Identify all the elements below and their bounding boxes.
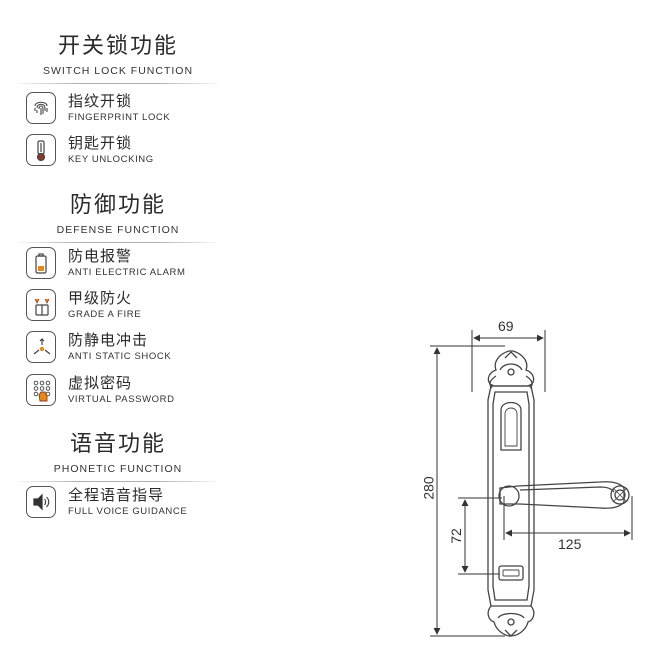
section-title: 开关锁功能 (57, 34, 178, 59)
feature-subtitle: FINGERPRINT LOCK (68, 112, 171, 123)
feature-anti-electric-alarm: 防电报警 ANTI ELECTRIC ALARM (26, 247, 246, 281)
feature-title: 钥匙开锁 (68, 134, 133, 152)
width-dimension (471, 330, 546, 392)
section-title: 语音功能 (69, 432, 166, 457)
keypad-icon (26, 374, 56, 406)
feature-title: 指纹开锁 (68, 92, 133, 110)
feature-title: 防电报警 (68, 247, 133, 265)
feature-fingerprint-lock: 指纹开锁 FINGERPRINT LOCK (26, 92, 246, 126)
handle-height-label: 72 (447, 528, 464, 544)
feature-virtual-password: 虚拟密码 VIRTUAL PASSWORD (26, 374, 246, 408)
handle-length-label: 125 (558, 536, 582, 552)
section-divider (18, 242, 218, 243)
feature-subtitle: ANTI ELECTRIC ALARM (68, 267, 186, 278)
feature-title: 全程语音指导 (68, 486, 165, 504)
key-icon (26, 134, 56, 166)
feature-subtitle: ANTI STATIC SHOCK (68, 351, 172, 362)
fire-door-icon (26, 289, 56, 321)
section-divider (18, 481, 218, 482)
section-subtitle: DEFENSE FUNCTION (56, 224, 180, 236)
width-label: 69 (498, 318, 514, 334)
feature-title: 甲级防火 (68, 289, 133, 307)
lock-backplate (487, 350, 535, 637)
section-subtitle: SWITCH LOCK FUNCTION (42, 65, 194, 77)
section-divider (18, 83, 218, 84)
feature-key-unlocking: 钥匙开锁 KEY UNLOCKING (26, 134, 246, 168)
feature-subtitle: VIRTUAL PASSWORD (68, 394, 175, 405)
battery-icon (26, 247, 56, 279)
section-switch-lock: 开关锁功能 SWITCH LOCK FUNCTION (18, 34, 218, 84)
speaker-icon (26, 486, 56, 518)
feature-title: 防静电冲击 (68, 331, 149, 349)
section-phonetic: 语音功能 PHONETIC FUNCTION (18, 432, 218, 482)
height-label: 280 (420, 476, 437, 500)
feature-title: 虚拟密码 (68, 374, 133, 392)
feature-subtitle: GRADE A FIRE (68, 309, 142, 320)
feature-anti-static-shock: 防静电冲击 ANTI STATIC SHOCK (26, 331, 246, 365)
feature-subtitle: KEY UNLOCKING (68, 154, 154, 165)
handle-height-dimension (458, 497, 502, 575)
section-subtitle: PHONETIC FUNCTION (53, 463, 183, 475)
static-shock-icon (26, 331, 56, 363)
section-defense: 防御功能 DEFENSE FUNCTION (18, 193, 218, 243)
lock-handle (499, 481, 630, 509)
height-dimension (430, 345, 505, 637)
feature-full-voice-guidance: 全程语音指导 FULL VOICE GUIDANCE (26, 486, 246, 520)
fingerprint-icon (26, 92, 56, 124)
handle-length-dimension (503, 496, 633, 540)
feature-subtitle: FULL VOICE GUIDANCE (68, 506, 188, 517)
feature-grade-a-fire: 甲级防火 GRADE A FIRE (26, 289, 246, 323)
section-title: 防御功能 (69, 193, 166, 218)
